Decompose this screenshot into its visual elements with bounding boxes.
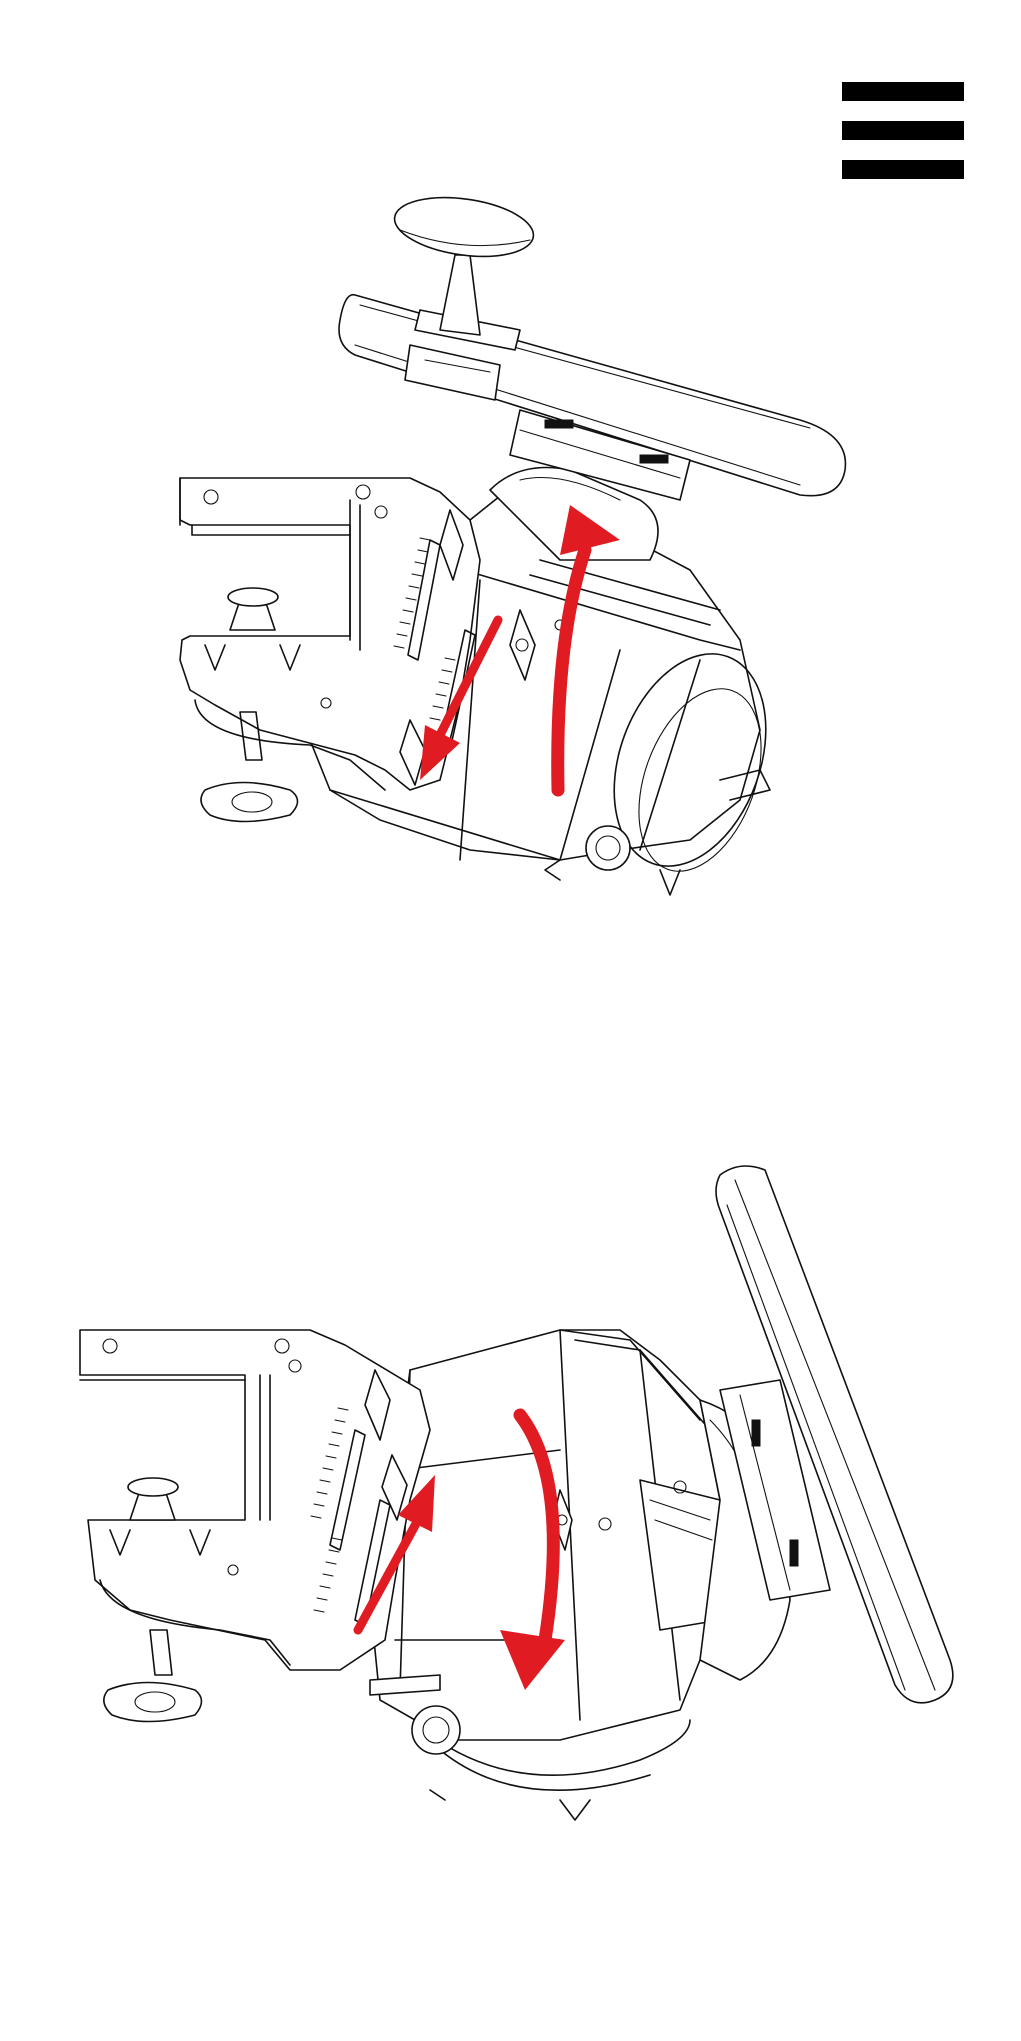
- tilt-adjust-knob: [586, 826, 630, 870]
- figure-mount-tilted-up: [0, 0, 1021, 1000]
- figure-mount-tilted-down: [0, 1100, 1021, 1900]
- tilt-adjust-knob: [412, 1706, 460, 1754]
- steering-wheel-rim: [339, 295, 845, 500]
